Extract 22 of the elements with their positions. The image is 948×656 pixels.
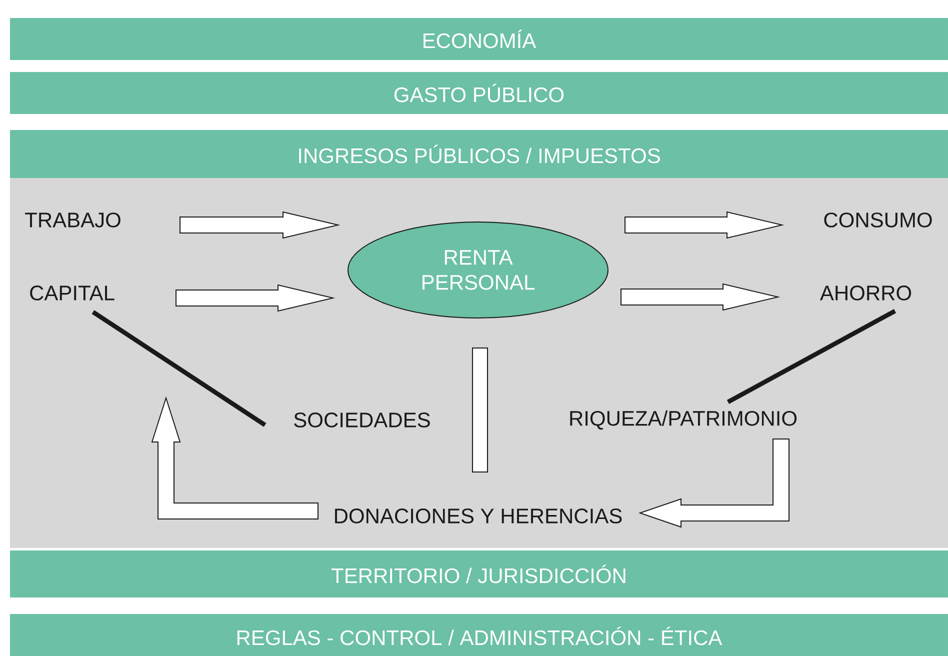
block-arrow xyxy=(176,284,336,312)
heading-band: INGRESOS PÚBLICOS / IMPUESTOS xyxy=(10,130,948,178)
connector-line xyxy=(726,309,896,404)
concept-label: SOCIEDADES xyxy=(294,412,430,428)
concept-label: DONACIONES Y HERENCIAS xyxy=(335,508,622,524)
concept-label: RIQUEZA/PATRIMONIO xyxy=(570,410,797,430)
block-arrow xyxy=(620,283,780,311)
heading-band: REGLAS - CONTROL / ADMINISTRACIÓN - ÉTICA xyxy=(10,614,948,656)
block-arrow xyxy=(151,396,318,520)
block-arrow xyxy=(180,211,340,239)
heading-band: GASTO PÚBLICO xyxy=(10,72,948,114)
block-arrow xyxy=(638,438,790,528)
block-arrow xyxy=(624,211,784,239)
concept-label: TRABAJO xyxy=(25,212,120,228)
heading-band: ECONOMÍA xyxy=(10,18,948,60)
connector-line xyxy=(92,310,266,427)
concept-label: CONSUMO xyxy=(824,212,932,228)
heading-band: TERRITORIO / JURISDICCIÓN xyxy=(10,550,948,598)
ellipse-node: RENTA PERSONAL xyxy=(348,222,608,318)
concept-label: AHORRO xyxy=(820,286,912,300)
concept-label: CAPITAL xyxy=(30,286,114,300)
connector-bar xyxy=(472,348,488,472)
